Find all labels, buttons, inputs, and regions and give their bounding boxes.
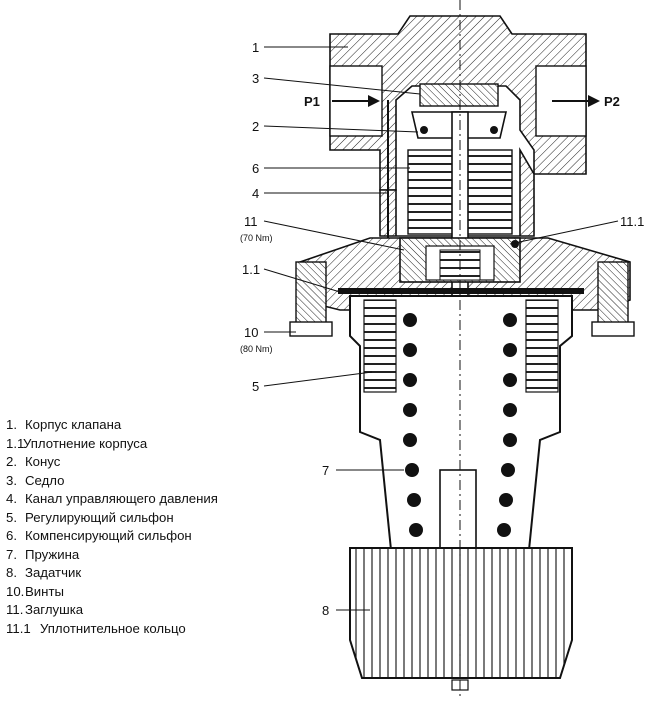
regulating-bellows-right bbox=[525, 299, 559, 393]
legend-text: Уплотнительное кольцо bbox=[40, 620, 186, 636]
legend-text: Регулирующий сильфон bbox=[25, 509, 174, 525]
outlet-arrow: P2 bbox=[552, 94, 620, 109]
legend-text: Задатчик bbox=[25, 565, 82, 580]
legend-number: 1. bbox=[6, 417, 17, 432]
callout-1-1: 1.1 bbox=[242, 262, 260, 277]
inlet-arrow: P1 bbox=[304, 94, 380, 109]
callout-4: 4 bbox=[252, 186, 259, 201]
legend-item: 8. Задатчик bbox=[6, 564, 246, 583]
legend-number: 3. bbox=[6, 472, 17, 488]
legend-text: Седло bbox=[25, 472, 65, 488]
parts-legend: 1. Корпус клапана 1.1 Уплотнение корпуса… bbox=[6, 416, 246, 638]
callout-2: 2 bbox=[252, 119, 259, 134]
torque-10: (80 Nm) bbox=[240, 344, 273, 354]
callout-11: 11 bbox=[244, 214, 258, 229]
legend-item: 11. Заглушка bbox=[6, 601, 246, 620]
callout-10: 10 bbox=[244, 325, 258, 340]
legend-text: Корпус клапана bbox=[25, 417, 122, 432]
legend-number: 11.1 bbox=[6, 620, 31, 636]
leader-lines bbox=[263, 46, 619, 611]
legend-number: 6. bbox=[6, 528, 17, 543]
legend-text: Компенсирующий сильфон bbox=[25, 528, 192, 543]
legend-number: 1.1 bbox=[6, 435, 25, 451]
legend-text: Пружина bbox=[25, 546, 80, 562]
legend-item: 1. Корпус клапана bbox=[6, 416, 246, 435]
inlet-label: P1 bbox=[304, 94, 320, 109]
legend-item: 1.1 Уплотнение корпуса bbox=[6, 435, 246, 454]
legend-number: 11. bbox=[6, 602, 24, 617]
callout-3: 3 bbox=[252, 71, 259, 86]
legend-item: 11.1 Уплотнительное кольцо bbox=[6, 620, 246, 639]
screw-right bbox=[591, 261, 635, 337]
legend-number: 5. bbox=[6, 509, 17, 525]
legend-text: Конус bbox=[25, 454, 61, 469]
legend-item: 2. Конус bbox=[6, 453, 246, 472]
legend-number: 8. bbox=[6, 565, 17, 580]
body-seal bbox=[338, 288, 584, 294]
legend-item: 7. Пружина bbox=[6, 546, 246, 565]
legend-text: Винты bbox=[25, 583, 64, 599]
callout-5: 5 bbox=[252, 379, 259, 394]
legend-item: 10. Винты bbox=[6, 583, 246, 602]
legend-text: Уплотнение корпуса bbox=[23, 435, 148, 451]
torque-11: (70 Nm) bbox=[240, 233, 273, 243]
regulating-bellows-left bbox=[363, 299, 397, 393]
setpoint-adjuster bbox=[349, 547, 573, 679]
legend-item: 5. Регулирующий сильфон bbox=[6, 509, 246, 528]
legend-number: 10. bbox=[6, 583, 25, 599]
legend-item: 6. Компенсирующий сильфон bbox=[6, 527, 246, 546]
legend-number: 2. bbox=[6, 454, 17, 469]
callout-11-1: 11.1 bbox=[620, 214, 644, 229]
screw-left bbox=[289, 261, 333, 337]
callout-6: 6 bbox=[252, 161, 259, 176]
callout-1: 1 bbox=[252, 40, 259, 55]
legend-text: Заглушка bbox=[25, 602, 84, 617]
legend-text: Канал управляющего давления bbox=[25, 491, 218, 506]
legend-number: 4. bbox=[6, 491, 17, 506]
outlet-label: P2 bbox=[604, 94, 620, 109]
legend-number: 7. bbox=[6, 546, 17, 562]
valve-seat bbox=[419, 83, 499, 107]
legend-item: 3. Седло bbox=[6, 472, 246, 491]
legend-item: 4. Канал управляющего давления bbox=[6, 490, 246, 509]
callout-8: 8 bbox=[322, 603, 329, 618]
callout-7: 7 bbox=[322, 463, 329, 478]
